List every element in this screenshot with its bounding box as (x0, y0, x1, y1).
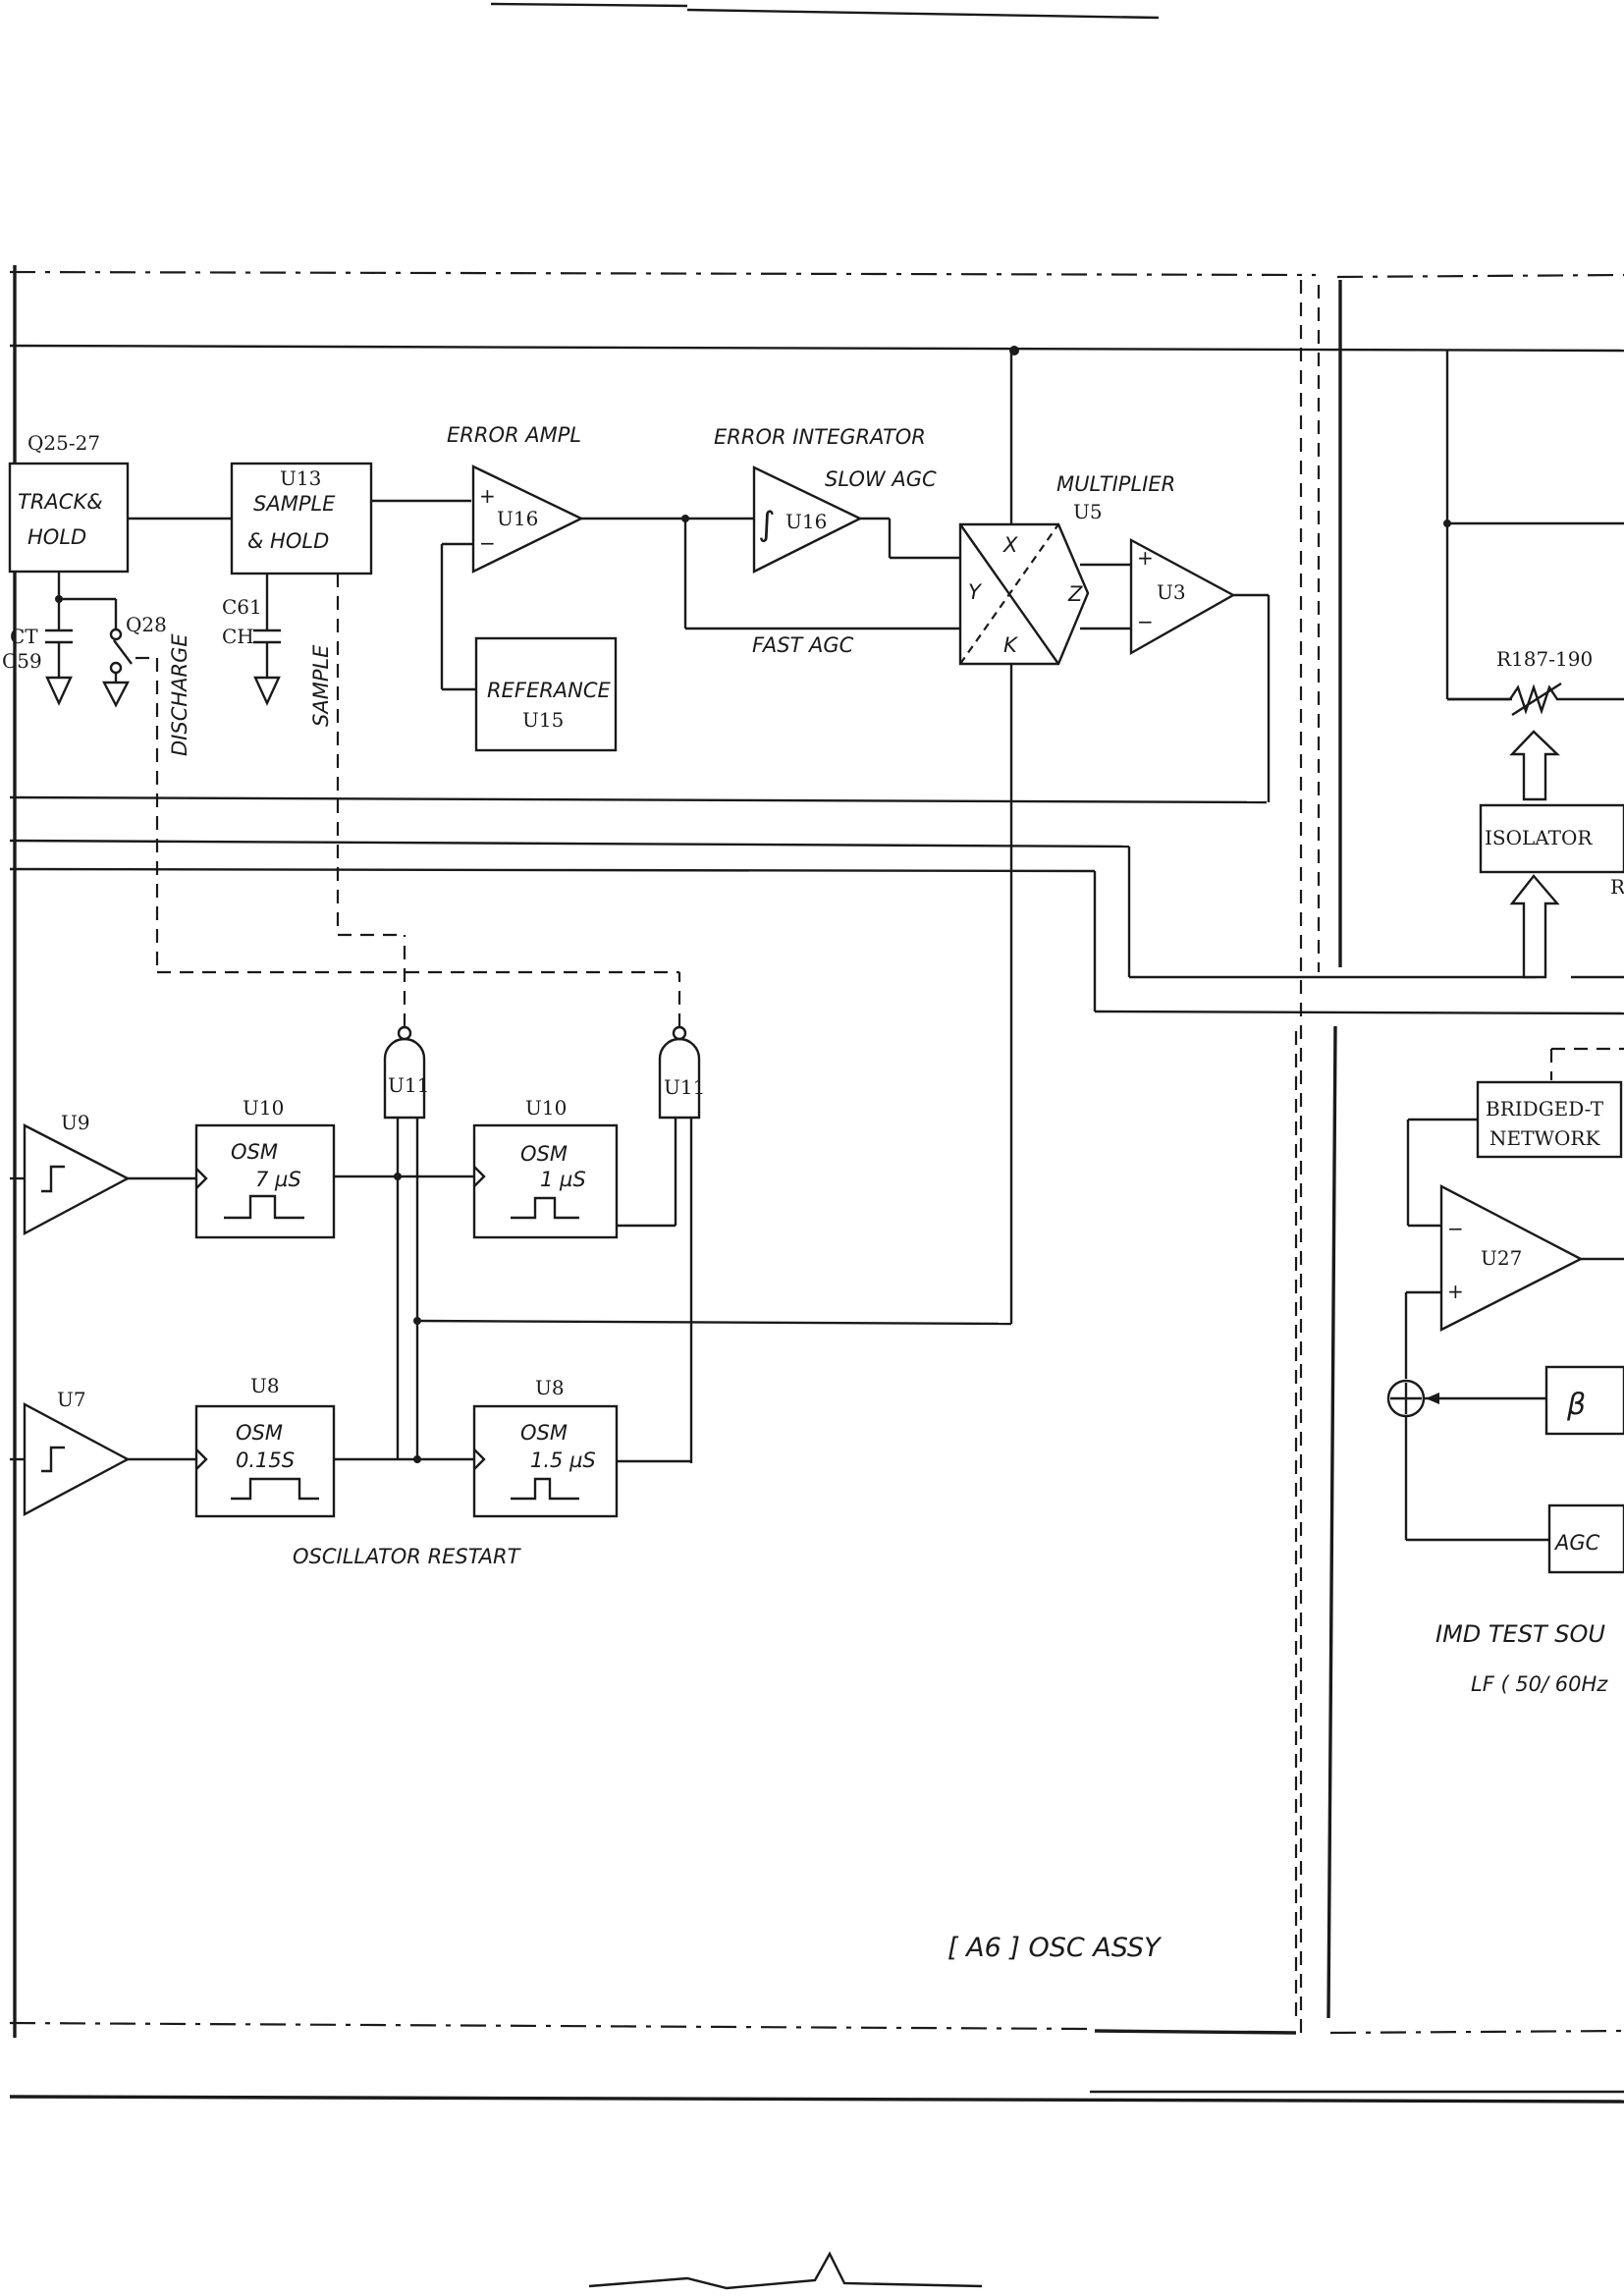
mult-y: Y (968, 580, 983, 604)
sample-hold-line1: SAMPLE (253, 492, 336, 516)
u10a-osm-label: OSM (231, 1140, 278, 1164)
u16a-label: U16 (497, 507, 538, 530)
u8b-osm-label: OSM (520, 1421, 568, 1445)
sample-hold-block (230, 462, 373, 575)
u16-error-amp (471, 465, 584, 574)
track-hold-line1: TRACK& (18, 490, 103, 514)
bridged-t-block (1476, 1080, 1623, 1159)
u10b-time: 1 µS (540, 1168, 586, 1191)
u7-label: U7 (57, 1388, 86, 1411)
u8a-time: 0.15S (236, 1449, 295, 1472)
u27-label: U27 (1481, 1246, 1522, 1270)
multiplier-label: MULTIPLIER (1056, 472, 1175, 496)
multiplier-block (958, 522, 1090, 666)
discharge-label: DISCHARGE (168, 633, 191, 756)
ct-label: CT (10, 625, 38, 648)
u8a-osm-label: OSM (236, 1421, 283, 1445)
bridged-t-line1: BRIDGED-T (1486, 1097, 1604, 1121)
mult-x: X (1002, 533, 1018, 557)
u10b-label: U10 (525, 1096, 567, 1120)
r-cut-label: R (1610, 875, 1624, 899)
assembly-label: [ A6 ] OSC ASSY (947, 1933, 1163, 1963)
error-integrator-section: ERROR INTEGRATOR SLOW AGC ∫ U16 FAST AGC (714, 425, 960, 657)
u8a-label: U8 (250, 1374, 280, 1397)
r187-label: R187-190 (1496, 647, 1593, 671)
u10a-time: 7 µS (255, 1168, 301, 1191)
bus-lines (9, 344, 1624, 1324)
c59-label: C59 (2, 649, 42, 673)
agc-block (1547, 1503, 1624, 1574)
u9-comparator (23, 1123, 131, 1235)
beta-block (1544, 1365, 1624, 1436)
u7-comparator (23, 1402, 131, 1516)
u15-label: U15 (522, 708, 564, 732)
u27-amp (1439, 1184, 1584, 1332)
osc-restart-row2: U7 U8 OSM 0.15S U8 OSM 1.5 µS OSCILLATOR… (10, 1176, 691, 1568)
u11b-label: U11 (664, 1075, 705, 1099)
multiplier-section: MULTIPLIER U5 X Y Z K + − U3 (958, 472, 1271, 802)
track-hold-section: Q25-27 TRACK& HOLD U13 SAMPLE & HOLD CT … (2, 431, 471, 972)
u10b-osm-label: OSM (520, 1142, 568, 1166)
u3-amp (1129, 537, 1236, 656)
svg-text:−: − (1447, 1217, 1464, 1240)
u9-label: U9 (61, 1111, 90, 1134)
u10a-label: U10 (243, 1096, 284, 1120)
q28-label: Q28 (126, 613, 167, 636)
beta-label: β (1566, 1388, 1586, 1422)
u10a-osm (194, 1123, 336, 1239)
reference-block (474, 636, 618, 752)
c61-label: C61 (222, 595, 262, 619)
error-ampl-label: ERROR AMPL (447, 423, 581, 447)
mult-z: Z (1067, 582, 1083, 606)
svg-text:+: + (1137, 546, 1154, 570)
slow-agc-label: SLOW AGC (825, 467, 937, 491)
u5-label: U5 (1073, 500, 1103, 523)
osc-restart-row1: U9 U10 OSM 7 µS U10 OSM 1 µS U11 U11 (10, 933, 1012, 1463)
svg-text:∫: ∫ (758, 505, 776, 544)
isolator-label: ISOLATOR (1485, 826, 1593, 849)
error-amp-section: ERROR AMPL U16 + − REFERANCE U15 (440, 423, 960, 752)
u10b-osm (472, 1123, 619, 1239)
reference-label: REFERANCE (487, 679, 612, 702)
isolator-section: R187-190 ISOLATOR R (1447, 647, 1624, 979)
u11a-label: U11 (388, 1073, 429, 1097)
svg-text:+: + (1447, 1280, 1464, 1303)
mult-k: K (1003, 633, 1019, 657)
lf-label: LF ( 50/ 60Hz (1471, 1672, 1608, 1696)
isolator-block (1479, 803, 1624, 874)
u3-label: U3 (1157, 580, 1186, 604)
u13-label: U13 (280, 466, 321, 490)
svg-text:−: − (479, 531, 496, 555)
ch-label: CH (222, 625, 254, 648)
sample-hold-line2: & HOLD (247, 529, 329, 553)
svg-text:−: − (1137, 610, 1154, 633)
q25-label: Q25-27 (27, 431, 100, 455)
svg-text:+: + (479, 484, 496, 508)
track-hold-block (8, 462, 130, 574)
imd-test-label: IMD TEST SOU (1435, 1620, 1605, 1648)
track-hold-line2: HOLD (27, 525, 86, 549)
osc-restart-label: OSCILLATOR RESTART (293, 1545, 522, 1568)
bridged-t-line2: NETWORK (1489, 1126, 1600, 1150)
imd-test-source-section: BRIDGED-T NETWORK − + U27 β AGC IMD TEST… (1386, 1047, 1624, 1696)
u8b-time: 1.5 µS (530, 1449, 596, 1472)
u16b-label: U16 (785, 510, 827, 533)
u8b-label: U8 (535, 1376, 565, 1399)
sheet-borders (9, 2, 1624, 2290)
u8b-osm (472, 1404, 619, 1518)
agc-label: AGC (1553, 1531, 1600, 1555)
fast-agc-label: FAST AGC (752, 633, 854, 657)
u16-integrator (752, 465, 863, 574)
error-integrator-label: ERROR INTEGRATOR (714, 425, 926, 449)
sample-label: SAMPLE (309, 644, 333, 727)
